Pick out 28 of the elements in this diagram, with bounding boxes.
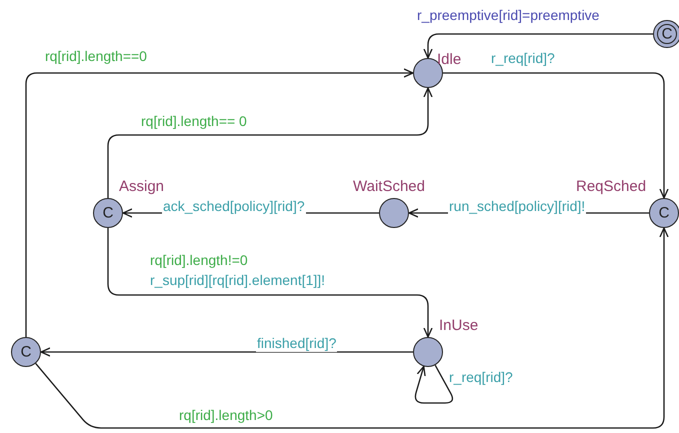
edge-label: run_sched[policy][rid]! xyxy=(448,198,586,215)
transition-arrow xyxy=(423,33,653,59)
transition-arrow xyxy=(443,72,669,199)
committed-mark: C xyxy=(658,206,670,220)
transition-arrow xyxy=(40,347,413,357)
transition-arrow xyxy=(107,87,433,198)
edge-label: rq[rid].length== 0 xyxy=(140,113,248,130)
transition-arrow xyxy=(107,228,433,338)
location-name: InUse xyxy=(439,317,478,334)
edge-label: ack_sched[policy][rid]? xyxy=(162,198,306,215)
committed-mark: C xyxy=(102,206,114,220)
initial-location-circle xyxy=(653,20,679,48)
location-name: ReqSched xyxy=(576,178,646,195)
location-name: Idle xyxy=(437,51,462,68)
edge-label: rq[rid].length==0 xyxy=(44,48,148,65)
transition-arrow xyxy=(414,364,454,404)
edge-label: r_req[rid]? xyxy=(448,369,514,386)
location-name: Assign xyxy=(119,178,164,195)
edge-label: finished[rid]? xyxy=(256,335,338,352)
location-circle xyxy=(11,337,41,367)
location-name: WaitSched xyxy=(353,178,425,195)
edge-label: r_req[rid]? xyxy=(490,50,556,67)
transition-arrow xyxy=(25,68,414,337)
edge-label: r_preemptive[rid]=preemptive xyxy=(416,7,600,24)
edge-label: rq[rid].length>0 xyxy=(178,407,274,424)
committed-mark: C xyxy=(662,26,672,42)
committed-mark: C xyxy=(20,344,32,360)
transition-arrow xyxy=(35,227,669,429)
